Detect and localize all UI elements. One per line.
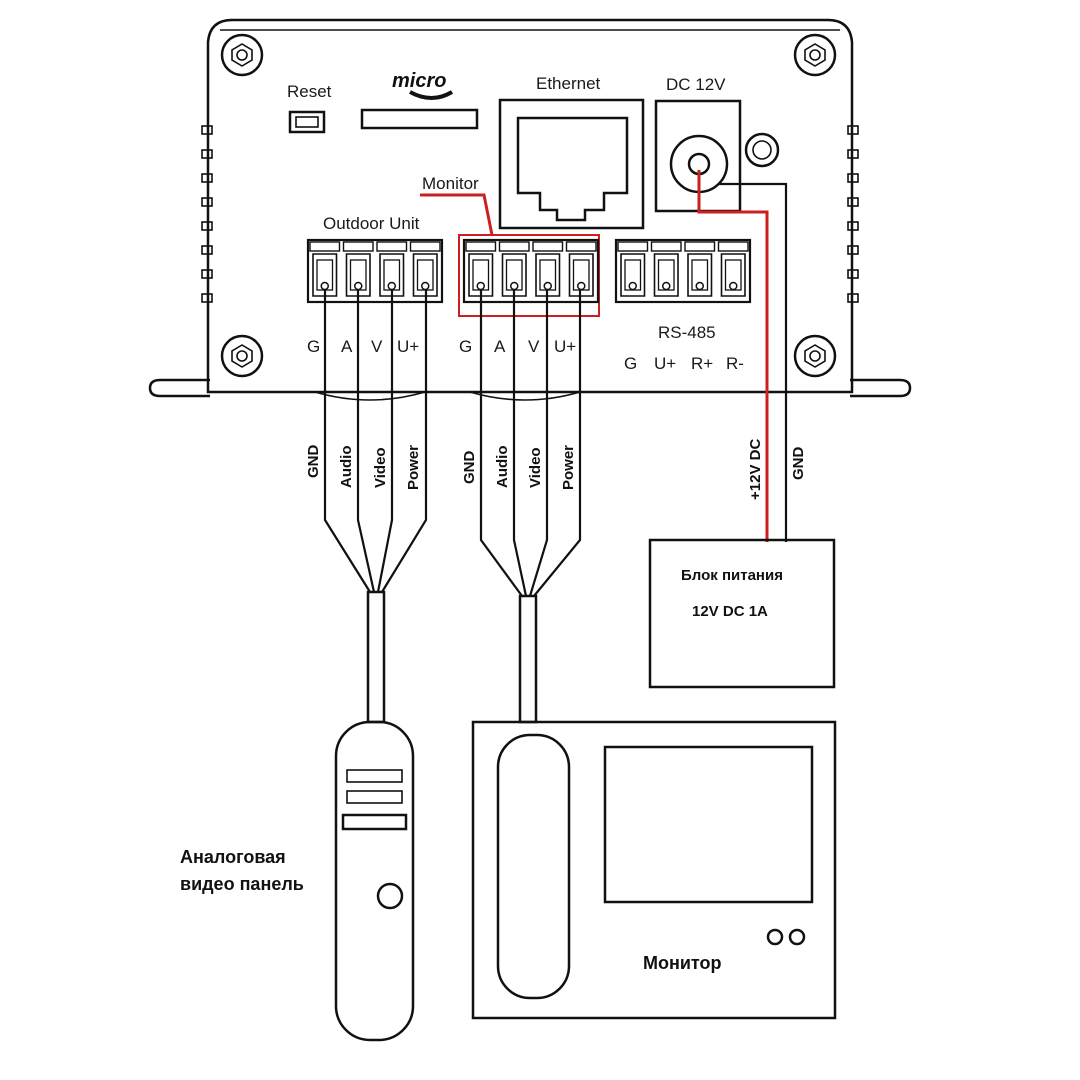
terminal-pin bbox=[342, 241, 374, 297]
pin-label: U+ bbox=[654, 354, 676, 373]
monitor-wire-labels: GND Audio Video Power bbox=[461, 445, 577, 490]
wire-label: GND bbox=[461, 451, 478, 485]
wire-label: GND bbox=[305, 445, 322, 479]
dc-label: DC 12V bbox=[666, 75, 726, 94]
screw-icon bbox=[793, 334, 837, 378]
wire-label: Audio bbox=[494, 446, 511, 489]
outdoor-unit-label: Outdoor Unit bbox=[323, 214, 420, 233]
monitor-wire-bundle bbox=[479, 290, 582, 724]
outdoor-terminal-block bbox=[306, 238, 444, 304]
rs485-terminal-block bbox=[614, 238, 752, 304]
wire-label: Power bbox=[560, 445, 577, 490]
pin-label: V bbox=[528, 337, 540, 356]
screw-icon bbox=[220, 33, 264, 77]
pin-label: G bbox=[459, 337, 472, 356]
terminal-pin bbox=[717, 241, 749, 297]
pin-label: U+ bbox=[397, 337, 419, 356]
video-panel-label-line1: Аналоговая bbox=[180, 847, 286, 867]
pin-label: R- bbox=[726, 354, 744, 373]
video-panel-icon bbox=[334, 720, 415, 1042]
terminal-pin bbox=[465, 241, 497, 297]
power-supply-rating: 12V DC 1A bbox=[692, 603, 768, 620]
terminal-pin bbox=[684, 241, 716, 297]
power-supply-box bbox=[648, 538, 836, 689]
wire-label: Power bbox=[405, 445, 422, 490]
power-ground-wire bbox=[718, 182, 788, 542]
screw-icon bbox=[220, 334, 264, 378]
monitor-leader-line bbox=[420, 193, 494, 236]
terminal-pin bbox=[532, 241, 564, 297]
reset-button-inner bbox=[295, 116, 319, 128]
power-positive-wire bbox=[697, 170, 769, 542]
pin-label: A bbox=[341, 337, 353, 356]
monitor-unit-icon bbox=[471, 720, 837, 1020]
rs485-pin-labels: G U+ R+ R- bbox=[624, 354, 744, 373]
pin-label: U+ bbox=[554, 337, 576, 356]
power-ground-label: GND bbox=[790, 447, 807, 481]
microsd-logo-icon: micro bbox=[392, 70, 454, 100]
power-supply-title: Блок питания bbox=[681, 567, 783, 584]
rs485-label: RS-485 bbox=[658, 323, 716, 342]
left-vent-ribs bbox=[201, 125, 213, 303]
terminal-pin bbox=[376, 241, 408, 297]
reset-label: Reset bbox=[287, 82, 332, 101]
pin-label: G bbox=[624, 354, 637, 373]
ethernet-port bbox=[498, 98, 645, 230]
ethernet-label: Ethernet bbox=[536, 74, 601, 93]
terminal-pin bbox=[650, 241, 682, 297]
outdoor-pin-labels: G A V U+ bbox=[307, 337, 419, 356]
terminal-pin bbox=[409, 241, 441, 297]
outdoor-wire-labels: GND Audio Video Power bbox=[305, 445, 422, 491]
pin-label: V bbox=[371, 337, 383, 356]
cable-break-mark bbox=[314, 391, 426, 401]
pin-label: G bbox=[307, 337, 320, 356]
monitor-pin-labels: G A V U+ bbox=[459, 337, 576, 356]
screw-icon bbox=[793, 33, 837, 77]
wire-label: Video bbox=[372, 447, 389, 488]
terminal-pin bbox=[309, 241, 341, 297]
pin-label: R+ bbox=[691, 354, 713, 373]
reset-button bbox=[288, 110, 326, 134]
svg-text:micro: micro bbox=[392, 70, 446, 92]
video-panel-label-line2: видео панель bbox=[180, 874, 304, 894]
microsd-slot bbox=[360, 108, 479, 130]
monitor-label: Монитор bbox=[643, 953, 722, 973]
power-positive-label: +12V DC bbox=[747, 439, 764, 500]
outdoor-wire-bundle bbox=[323, 290, 428, 724]
pin-label: A bbox=[494, 337, 506, 356]
dc-power-jack bbox=[654, 99, 780, 213]
wire-label: Audio bbox=[338, 446, 355, 489]
right-vent-ribs bbox=[847, 125, 859, 303]
terminal-pin bbox=[498, 241, 530, 297]
terminal-pin bbox=[565, 241, 597, 297]
monitor-port-label: Monitor bbox=[422, 174, 479, 193]
wire-label: Video bbox=[527, 447, 544, 488]
terminal-pin bbox=[617, 241, 649, 297]
monitor-terminal-block bbox=[462, 238, 600, 304]
device-enclosure bbox=[148, 18, 912, 398]
